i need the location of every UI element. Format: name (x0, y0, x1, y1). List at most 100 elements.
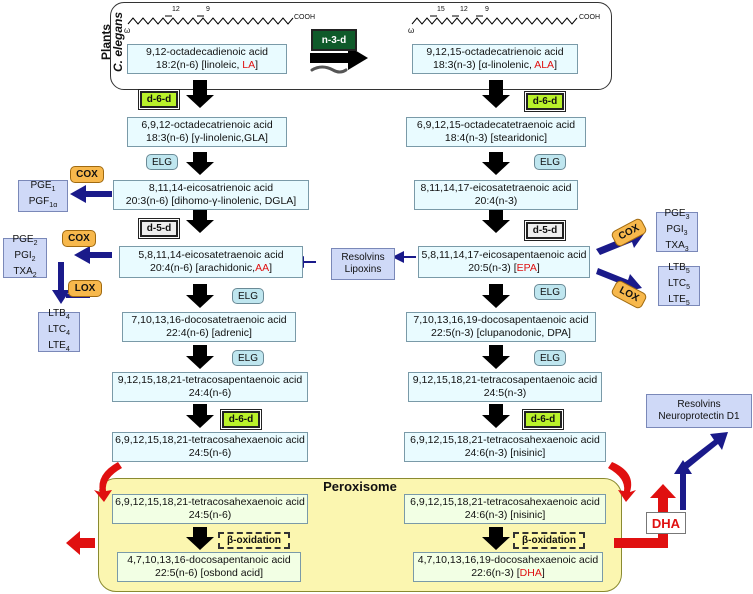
left-perox-tha-formula: 24:5(n-6) (188, 509, 232, 521)
left-down-arrows (186, 80, 214, 550)
neuroprotectin-label: Neuroprotectin D1 (658, 411, 740, 422)
resolvins-neuroprotectin-box: Resolvins Neuroprotectin D1 (646, 394, 752, 428)
aa-formula: 20:4(n-6) [arachidonic,AA] (150, 262, 272, 274)
left-tha-formula: 24:5(n-6) (188, 447, 232, 459)
right-tpa-name: 9,12,15,18,21-tetracosapentaenoic acid (412, 374, 598, 386)
adrenic-name: 7,10,13,16-docosatetraenoic acid (131, 314, 287, 326)
pge3-label: PGE3 (664, 208, 690, 221)
epa-box: 5,8,11,14,17-eicosapentaenoic acid 20:5(… (418, 246, 590, 278)
left-elg-tag-3: ELG (232, 350, 264, 366)
dha-to-resolvins-arrow (680, 432, 728, 470)
alpha-linolenic-structure (411, 15, 578, 25)
right-d66-tag-1: d-6-d (524, 91, 566, 112)
adrenic-box: 7,10,13,16-docosatetraenoic acid 22:4(n-… (122, 312, 296, 342)
left-tpa-formula: 24:4(n-6) (188, 387, 232, 399)
la-box: 9,12-octadecadienoic acid 18:2(n-6) [lin… (127, 44, 287, 74)
ltc5-label: LTC5 (667, 278, 691, 291)
dpa-box: 7,10,13,16,19-docosapentaenoic acid 22:5… (406, 312, 596, 342)
adrenic-formula: 22:4(n-6) [adrenic] (166, 327, 252, 339)
pge2-label: PGE2 (12, 234, 38, 247)
pge1-label: PGE1 (30, 180, 56, 193)
left-beta-oxidation-tag: β-oxidation (218, 532, 290, 549)
left-lox-tag: LOX (68, 280, 102, 297)
right-elg-tag-2: ELG (534, 284, 566, 300)
worm-icon (310, 65, 348, 74)
txa2-label: TXA2 (13, 266, 37, 279)
dha-box: 4,7,10,13,16,19-docosahexaenoic acid 22:… (413, 552, 603, 582)
txa3-label: TXA3 (665, 240, 689, 253)
dha-product-box: DHA (646, 512, 686, 534)
pgi2-label: PGI2 (14, 250, 36, 263)
eta-formula: 20:4(n-3) (474, 195, 518, 207)
pgf1-label: PGF1α (28, 196, 58, 209)
ala-9-label: 9 (485, 6, 489, 13)
ala-name: 9,12,15-octadecatrienoic acid (426, 46, 564, 58)
ltc4-label: LTC4 (47, 324, 71, 337)
epa-formula: 20:5(n-3) [EPA] (468, 262, 540, 274)
la-omega-label: ω (124, 26, 131, 35)
pge2-group-box: PGE2 PGI2 TXA2 (3, 234, 47, 279)
left-tpa-name: 9,12,15,18,21-tetracosapentaenoic acid (117, 374, 303, 386)
peroxisome-title: Peroxisome (323, 479, 397, 494)
right-elg-tag-1: ELG (534, 154, 566, 170)
sda-formula: 18:4(n-3) [stearidonic] (444, 132, 548, 144)
pge3-group-box: PGE3 PGI3 TXA3 (656, 208, 698, 253)
right-tha-box: 6,9,12,15,18,21-tetracosahexaenoic acid … (404, 432, 606, 462)
la-formula: 18:2(n-6) [linoleic, LA] (155, 59, 259, 71)
lte5-label: LTE5 (668, 294, 690, 307)
dpa-formula: 22:5(n-3) [clupanodonic, DPA] (431, 327, 571, 339)
resolvins-lipoxins-box: Resolvins Lipoxins (331, 248, 395, 280)
right-tha-name: 6,9,12,15,18,21-tetracosahexaenoic acid (410, 434, 600, 446)
osbond-name: 4,7,10,13,16-docosapentanoic acid (127, 554, 291, 566)
gla-formula: 18:3(n-6) [γ-linolenic,GLA] (146, 132, 268, 144)
left-tha-box: 6,9,12,15,18,21-tetracosahexaenoic acid … (112, 432, 308, 462)
dgla-name: 8,11,14-eicosatrienoic acid (148, 182, 274, 194)
la-name: 9,12-octadecadienoic acid (145, 46, 268, 58)
sda-box: 6,9,12,15-octadecatetraenoic acid 18:4(n… (406, 117, 586, 147)
left-tpa-box: 9,12,15,18,21-tetracosapentaenoic acid 2… (112, 372, 308, 402)
right-perox-tha-name: 6,9,12,15,18,21-tetracosahexaenoic acid (410, 496, 600, 508)
right-perox-tha-box: 6,9,12,15,18,21-tetracosahexaenoic acid … (404, 494, 606, 524)
left-d66-tag-2: d-6-d (220, 409, 262, 430)
ala-15-label: 15 (437, 6, 445, 13)
linoleic-structure (127, 15, 294, 25)
dha-formula: 22:6(n-3) [DHA] (471, 567, 545, 579)
aa-box: 5,8,11,14-eicosatetraenoic acid 20:4(n-6… (119, 246, 303, 278)
la-9-label: 9 (206, 6, 210, 13)
osbond-formula: 22:5(n-6) [osbond acid] (155, 567, 263, 579)
right-tpa-box: 9,12,15,18,21-tetracosapentaenoic acid 2… (408, 372, 602, 402)
left-perox-tha-box: 6,9,12,15,18,21-tetracosahexaenoic acid … (112, 494, 308, 524)
lte4-label: LTE4 (48, 340, 70, 353)
left-d55-tag: d-5-d (138, 218, 180, 239)
eta-box: 8,11,14,17-eicosatetraenoic acid 20:4(n-… (414, 180, 578, 210)
right-elg-tag-3: ELG (534, 350, 566, 366)
right-perox-tha-formula: 24:6(n-3) [nisinic] (464, 509, 546, 521)
left-cox-tag-1: COX (70, 166, 104, 183)
eta-name: 8,11,14,17-eicosatetraenoic acid (420, 182, 572, 194)
right-d55-tag: d-5-d (524, 220, 566, 241)
left-elg-tag-1: ELG (146, 154, 178, 170)
gla-box: 6,9,12-octadecatrienoic acid 18:3(n-6) [… (127, 117, 287, 147)
ala-cooh-label: COOH (579, 14, 600, 21)
ltb5-group-box: LTB5 LTC5 LTE5 (658, 262, 700, 307)
ltb4-group-box: LTB4 LTC4 LTE4 (38, 308, 80, 353)
n3d-label: n-3-d (321, 34, 347, 46)
organism-label: Plants C. elegans (99, 2, 125, 82)
left-perox-tha-name: 6,9,12,15,18,21-tetracosahexaenoic acid (115, 496, 305, 508)
pge1-pgf1-box: PGE1 PGF1α (18, 180, 68, 212)
aa-name: 5,8,11,14-eicosatetraenoic acid (138, 249, 284, 261)
left-d66-tag-1: d-6-d (138, 89, 180, 110)
resolvins2-label: Resolvins (677, 399, 721, 410)
sda-name: 6,9,12,15-octadecatetraenoic acid (416, 119, 576, 131)
right-tpa-formula: 24:5(n-3) (483, 387, 527, 399)
osbond-box: 4,7,10,13,16-docosapentanoic acid 22:5(n… (117, 552, 301, 582)
la-cooh-label: COOH (294, 14, 315, 21)
dha-product-label: DHA (651, 515, 681, 531)
dpa-name: 7,10,13,16,19-docosapentaenoic acid (413, 314, 589, 326)
lipoxins-label: Lipoxins (344, 264, 382, 275)
left-cox-tag-2: COX (62, 230, 96, 247)
resolvins-label: Resolvins (341, 252, 385, 263)
ala-12-label: 12 (460, 6, 468, 13)
elegans-label: C. elegans (111, 11, 125, 73)
dha-name: 4,7,10,13,16,19-docosahexaenoic acid (417, 554, 599, 566)
